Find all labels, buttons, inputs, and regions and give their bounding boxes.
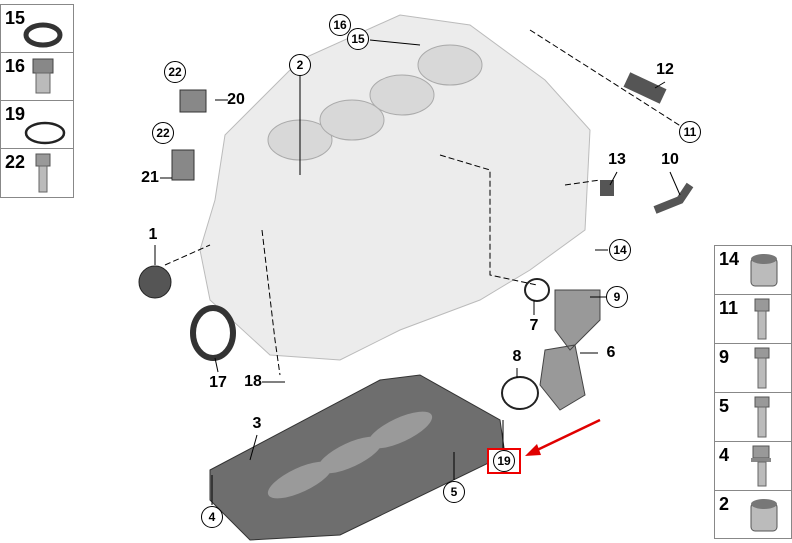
legend-item[interactable]: 11: [715, 295, 791, 344]
plug-1: [138, 265, 172, 299]
part-number: 19: [5, 104, 26, 124]
callout-18[interactable]: 18: [244, 373, 262, 390]
callout-12[interactable]: 12: [656, 61, 674, 78]
legend-item[interactable]: 5: [715, 393, 791, 442]
legend-item[interactable]: 2: [715, 491, 791, 538]
sleeve-icon: [750, 254, 778, 287]
legend-item[interactable]: 4: [715, 442, 791, 491]
part-number: 5: [719, 396, 730, 416]
callout-11[interactable]: 11: [679, 121, 701, 143]
flange-bolt-icon: [751, 445, 771, 487]
engine-block: [199, 14, 591, 361]
valve-20: [179, 89, 207, 113]
callout-1[interactable]: 1: [148, 226, 158, 243]
part-number: 14: [719, 249, 740, 269]
part-number: 11: [719, 298, 739, 318]
sleeve-icon: [750, 499, 778, 532]
valve-21: [171, 149, 195, 181]
legend-item[interactable]: 16: [1, 53, 73, 101]
callout-9[interactable]: 9: [606, 286, 628, 308]
callout-10[interactable]: 10: [661, 151, 679, 168]
callout-22[interactable]: 22: [152, 122, 174, 144]
legend-item[interactable]: 22: [1, 149, 73, 196]
seal-17: [190, 305, 236, 361]
legend-item[interactable]: 9: [715, 344, 791, 393]
bolt-icon: [754, 298, 770, 340]
part-number: 16: [5, 56, 26, 76]
part-number: 4: [719, 445, 730, 465]
sealing-ring-icon: [23, 22, 63, 48]
part-number: 15: [5, 8, 26, 28]
legend-item[interactable]: 15: [1, 5, 73, 53]
part-number: 9: [719, 347, 730, 367]
callout-22[interactable]: 22: [164, 61, 186, 83]
callout-5[interactable]: 5: [443, 481, 465, 503]
highlighted-callout-box[interactable]: 19: [487, 448, 521, 474]
part-number: 22: [5, 152, 26, 172]
callout-19[interactable]: 19: [493, 450, 515, 472]
highlight-arrow: [525, 418, 601, 456]
callout-6[interactable]: 6: [606, 344, 616, 361]
legend-item[interactable]: 14: [715, 246, 791, 295]
screw-plug-icon: [32, 58, 54, 94]
callout-20[interactable]: 20: [227, 91, 245, 108]
bolt-icon: [35, 153, 51, 193]
callout-8[interactable]: 8: [512, 348, 522, 365]
sensor-12: [623, 72, 667, 104]
callout-15[interactable]: 15: [347, 28, 369, 50]
callout-17[interactable]: 17: [209, 374, 227, 391]
callout-14[interactable]: 14: [609, 239, 631, 261]
housing-6: [539, 289, 601, 411]
part-number: 2: [719, 494, 730, 514]
callout-7[interactable]: 7: [529, 317, 539, 334]
right-parts-legend: 14 11 9 5 4 2: [714, 245, 792, 539]
o-ring-icon: [24, 121, 66, 145]
pipe-10: [653, 182, 694, 214]
oring-7: [524, 278, 550, 302]
left-parts-legend: 15 16 19 22: [0, 4, 74, 198]
callout-4[interactable]: 4: [201, 506, 223, 528]
callout-13[interactable]: 13: [608, 151, 626, 168]
oring-8: [501, 376, 539, 410]
bolt-icon: [754, 347, 770, 389]
callout-2[interactable]: 2: [289, 54, 311, 76]
callout-21[interactable]: 21: [141, 169, 159, 186]
bolt-icon: [754, 396, 770, 438]
legend-item[interactable]: 19: [1, 101, 73, 149]
callout-16[interactable]: 16: [329, 14, 351, 36]
callout-3[interactable]: 3: [252, 415, 262, 432]
